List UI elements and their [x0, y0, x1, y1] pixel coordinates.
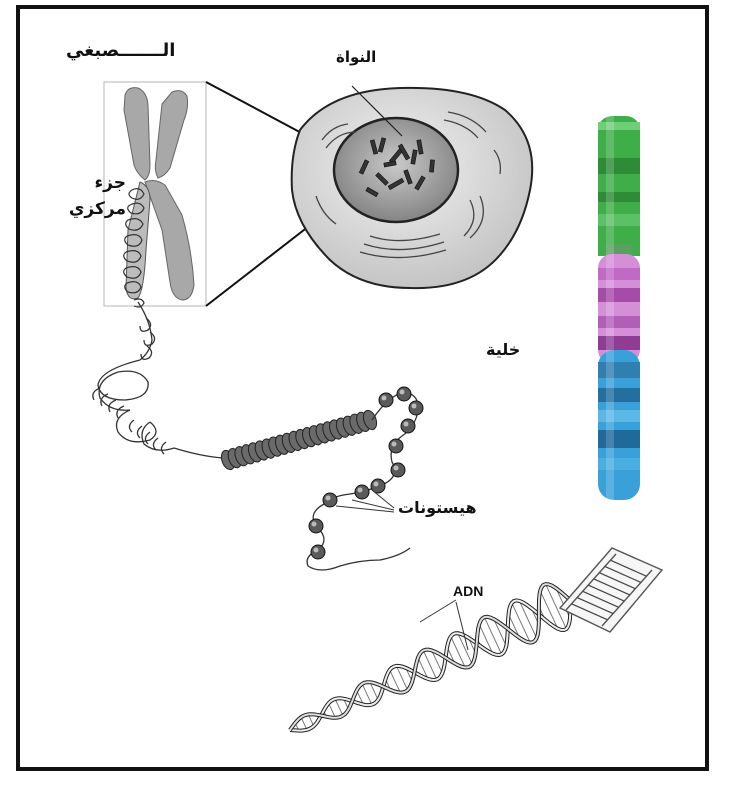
centromere-label: جزء مركزي: [56, 170, 126, 222]
chromosome-label: الـــــــصبغي: [66, 40, 175, 61]
cell-label: خلية: [486, 340, 520, 359]
solenoid-fiber: [219, 409, 379, 472]
centromere-label-line1: جزء: [56, 170, 126, 196]
nucleus-shape: [334, 118, 458, 222]
chromatin-fiber: [93, 302, 222, 458]
dna-label: ADN: [453, 583, 483, 599]
centromere-label-line2: مركزي: [56, 196, 126, 222]
chromosome-icon: [124, 88, 194, 307]
dna-pointers: [420, 600, 468, 650]
dna-helix-icon: [290, 584, 570, 731]
nucleus-label: النواة: [336, 48, 376, 66]
histones-label: هيستونات: [398, 498, 477, 517]
cell-icon: [292, 86, 533, 288]
banded-chromosome-icon: [598, 116, 640, 500]
